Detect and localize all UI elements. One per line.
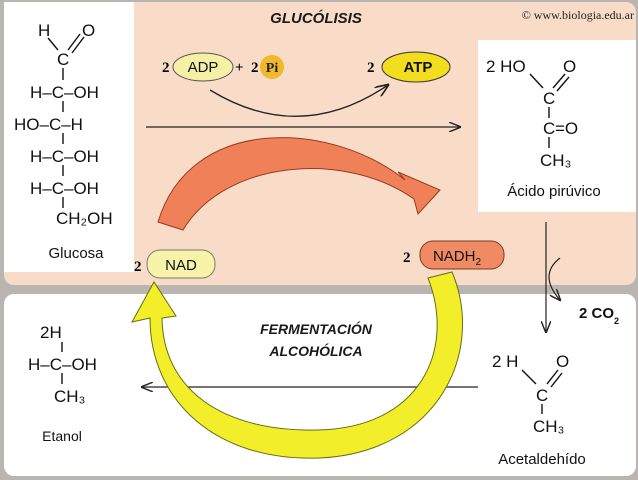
- glucose-structure: H C O H–C–OH HO–C–H H–C–OH H–C–OH CH₂OH …: [14, 21, 113, 262]
- pi-label: Pi: [266, 61, 279, 76]
- acetaldehyde-structure: 2 H O C CH₃ Acetaldehído: [492, 352, 586, 468]
- glucose-row-3: H–C–OH: [30, 147, 99, 166]
- acetaldehyde-bond-h-c: [521, 369, 537, 385]
- co2-label: 2 CO2: [579, 305, 619, 326]
- glucose-row-4: H–C–OH: [30, 179, 99, 198]
- glucose-bond-hc: [47, 37, 59, 51]
- pyruvate-c2: C: [543, 119, 555, 138]
- acetaldehyde-coef: 2 H: [492, 352, 518, 371]
- atp-coefficient: 2: [367, 60, 375, 76]
- watermark: © www.biologia.edu.ar: [522, 8, 634, 22]
- ethanol-structure: 2H H–C–OH CH₃ Etanol: [28, 323, 97, 444]
- glycolysis-title: GLUCÓLISIS: [270, 9, 362, 27]
- glucose-row-2: HO–C–H: [14, 115, 83, 134]
- acetaldehyde-o: O: [556, 352, 569, 371]
- pyruvate-o2: =O: [555, 119, 578, 138]
- pyruvate-box: [478, 40, 636, 212]
- adp-oval: [172, 52, 234, 82]
- pi-coefficient: 2: [251, 60, 259, 76]
- ethanol-mid: H–C–OH: [28, 355, 97, 374]
- atp-formation-arrow: [209, 85, 388, 117]
- acetaldehyde-c: C: [536, 386, 548, 405]
- glucose-name: Glucosa: [48, 245, 104, 262]
- acetaldehyde-bond-c-o-2: [550, 372, 563, 388]
- pyruvate-coef: 2 HO: [486, 57, 526, 76]
- nadh-pill: [419, 240, 505, 270]
- nad-coefficient: 2: [134, 259, 142, 275]
- adp-label: ADP: [188, 59, 219, 76]
- pyruvate-ch3: CH₃: [540, 151, 571, 170]
- adp-coefficient: 2: [162, 60, 170, 76]
- pyruvate-o1: O: [563, 57, 576, 76]
- glucose-bottom: CH₂OH: [56, 209, 113, 228]
- plus-sign: +: [235, 60, 244, 76]
- glucose-bond-co-2: [71, 36, 85, 54]
- fermentation-title-line2: ALCOHÓLICA: [268, 342, 362, 359]
- nad-label: NAD: [165, 257, 197, 274]
- pyruvate-bond-c-o-2: [556, 76, 570, 92]
- nad-pill: [146, 249, 216, 279]
- nadh-coefficient: 2: [403, 250, 411, 266]
- pyruvate-c1: C: [543, 89, 555, 108]
- co2-release-arrow: [548, 257, 560, 300]
- atp-label: ATP: [404, 59, 433, 76]
- pyruvate-bond-ho-c: [529, 73, 544, 89]
- ethanol-name: Etanol: [42, 428, 82, 444]
- nad-reduction-arrow: [157, 137, 441, 231]
- acetaldehyde-bond-c-o-1: [546, 369, 559, 385]
- pi-circle: [260, 55, 284, 79]
- atp-oval: [381, 51, 451, 83]
- ethanol-coef: 2H: [40, 323, 62, 342]
- pyruvate-name: Ácido pirúvico: [507, 183, 600, 200]
- glucose-o-top: O: [82, 21, 95, 40]
- nadh-label: NADH2: [433, 248, 482, 268]
- glucose-c-top: C: [57, 50, 69, 69]
- acetaldehyde-name: Acetaldehído: [498, 451, 586, 468]
- nadh-oxidation-arrow: [131, 271, 463, 459]
- acetaldehyde-ch3: CH₃: [533, 417, 564, 436]
- pyruvate-structure: 2 HO O C C =O CH₃ Ácido pirúvico: [486, 57, 601, 200]
- glucose-h-top: H: [38, 21, 50, 40]
- pyruvate-bond-c-o-1: [552, 73, 566, 89]
- ethanol-ch3: CH₃: [54, 387, 85, 406]
- glucose-row-1: H–C–OH: [30, 83, 99, 102]
- glucose-box: [4, 2, 134, 272]
- glucose-bond-co-1: [67, 33, 81, 51]
- fermentation-title-line1: FERMENTACIÓN: [260, 320, 373, 337]
